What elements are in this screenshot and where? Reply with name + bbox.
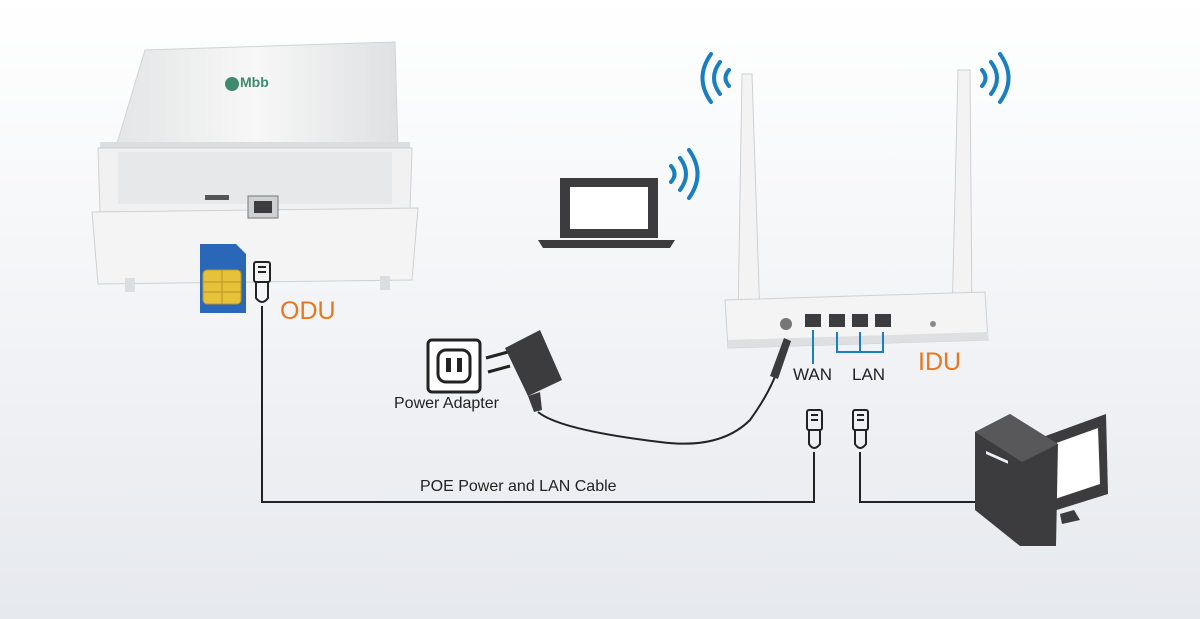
poe-cable-label: POE Power and LAN Cable [420, 478, 617, 495]
logo-mark-icon [225, 77, 239, 91]
lan-port-2 [852, 314, 868, 327]
dc-power-port [780, 318, 792, 330]
lan-label: LAN [852, 365, 886, 384]
laptop-wifi-icon [669, 148, 700, 200]
wan-rj45-plug-icon [806, 409, 823, 449]
power-adapter-label: Power Adapter [394, 395, 499, 412]
poe-lan-cable [261, 306, 815, 503]
laptop-icon [538, 178, 675, 248]
desktop-pc-icon [975, 414, 1108, 546]
wan-port [805, 314, 821, 327]
idu-router [724, 69, 989, 349]
wall-outlet-icon [426, 338, 482, 394]
router-wifi-left-icon [700, 52, 731, 104]
lan-rj45-plug-icon [852, 409, 869, 449]
odu-rj45-plug-icon [253, 261, 271, 303]
router-wifi-right-icon [980, 52, 1011, 104]
odu-device [91, 41, 419, 292]
port-indicator-lines [812, 330, 884, 364]
dc-plug-icon [770, 338, 791, 379]
odu-label: ODU [280, 297, 336, 325]
odu-brand-logo: Mbb [240, 74, 269, 90]
power-cable [537, 373, 777, 445]
sim-card-icon [200, 244, 246, 313]
power-adapter-icon [485, 330, 562, 412]
idu-label: IDU [918, 348, 962, 376]
lan-port-1 [829, 314, 845, 327]
lan-port-3 [875, 314, 891, 327]
reset-button [930, 321, 936, 327]
wan-label: WAN [793, 365, 833, 384]
lan-cable-to-pc [859, 452, 975, 503]
sim-slot [205, 195, 229, 200]
